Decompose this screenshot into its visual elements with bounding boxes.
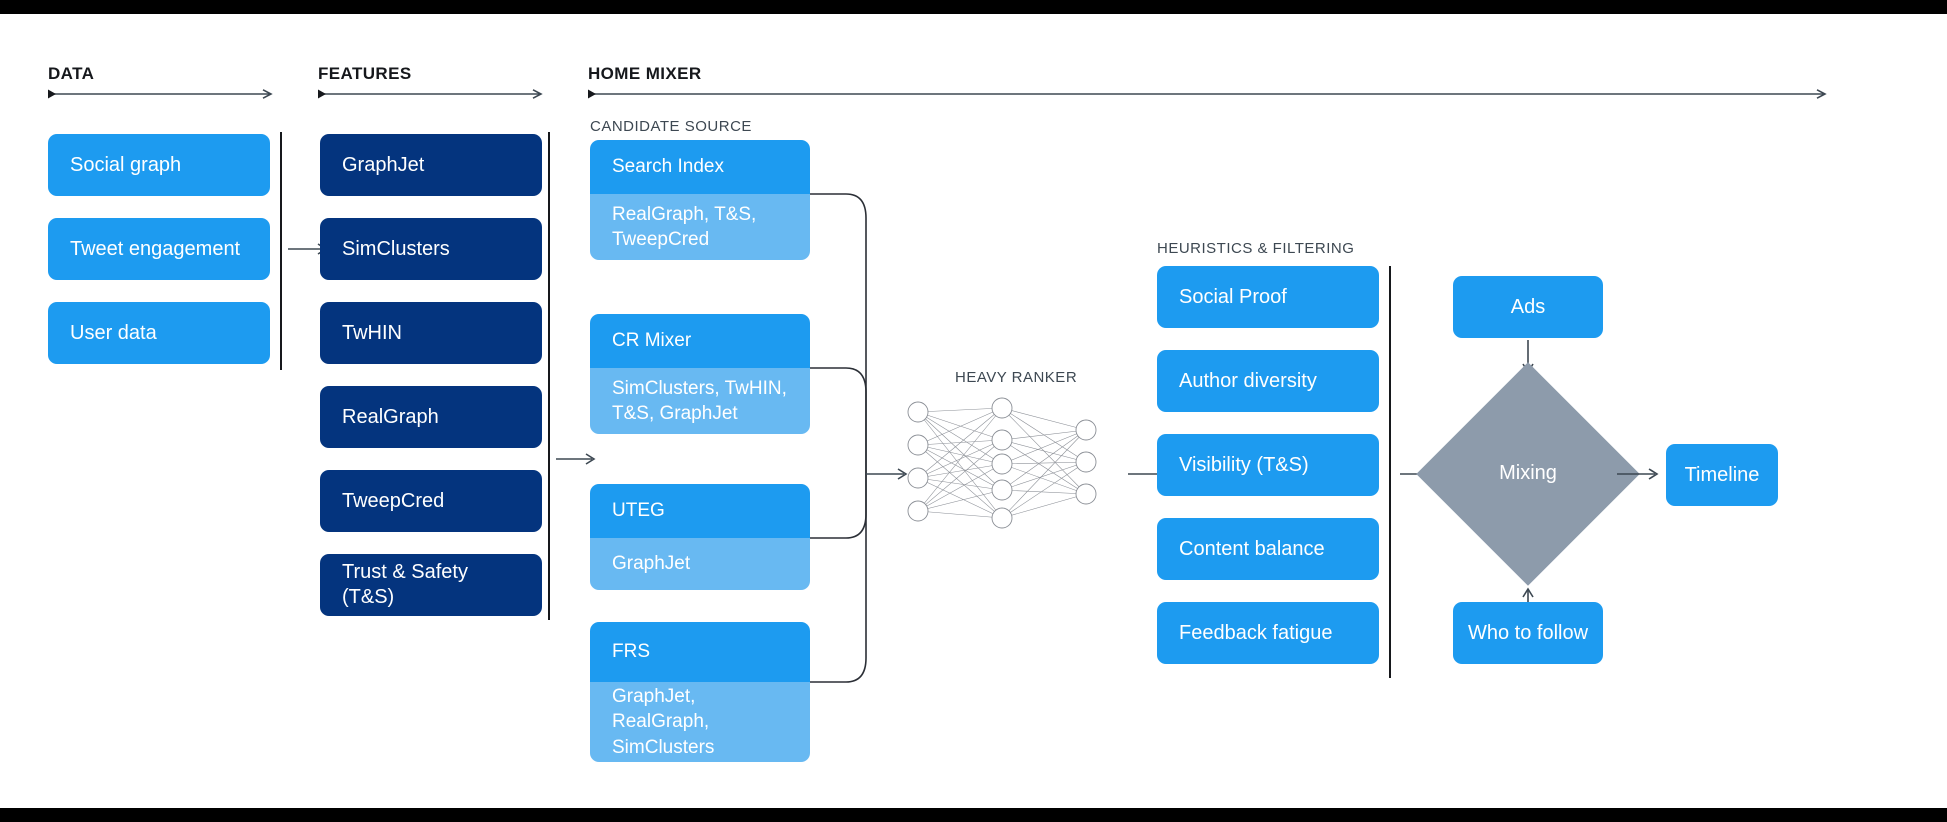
card-label: TwHIN <box>342 321 402 344</box>
candidate-source-features: RealGraph, T&S, TweepCred <box>590 194 810 260</box>
data-card-tweet-engagement[interactable]: Tweet engagement <box>48 218 270 280</box>
heuristic-card-feedback-fatigue[interactable]: Feedback fatigue <box>1157 602 1379 664</box>
candidate-source-title: FRS <box>590 622 810 682</box>
connector-candidates-to-ranker <box>806 174 886 694</box>
candidate-source-title: UTEG <box>590 484 810 538</box>
data-card-social-graph[interactable]: Social graph <box>48 134 270 196</box>
candidate-source-features: GraphJet <box>590 538 810 590</box>
feature-card-realgraph[interactable]: RealGraph <box>320 386 542 448</box>
card-label: RealGraph <box>342 405 439 428</box>
neural-network-diagram <box>896 392 1118 532</box>
card-label: Timeline <box>1684 463 1760 486</box>
divider-data-features <box>280 132 282 370</box>
feature-card-tweepcred[interactable]: TweepCred <box>320 470 542 532</box>
feature-card-simclusters[interactable]: SimClusters <box>320 218 542 280</box>
card-label: Content balance <box>1179 537 1325 560</box>
candidate-source-features: SimClusters, TwHIN, T&S, GraphJet <box>590 368 810 434</box>
candidate-source-title: CR Mixer <box>590 314 810 368</box>
card-label: GraphJet <box>342 153 425 176</box>
card-label: Social graph <box>70 153 182 176</box>
card-label: Trust & Safety (T&S) <box>342 561 468 608</box>
card-label: Author diversity <box>1179 369 1317 392</box>
card-label: SimClusters <box>342 237 450 260</box>
output-card-ads[interactable]: Ads <box>1453 276 1603 338</box>
candidate-source-title: Search Index <box>590 140 810 194</box>
card-label: Visibility (T&S) <box>1179 453 1309 476</box>
card-label: User data <box>70 321 157 344</box>
card-label: Tweet engagement <box>70 237 241 260</box>
subheader-candidate-source: CANDIDATE SOURCE <box>590 118 752 135</box>
card-label: TweepCred <box>342 489 445 512</box>
output-card-who-to-follow[interactable]: Who to follow <box>1453 602 1603 664</box>
card-label: Feedback fatigue <box>1179 621 1333 644</box>
feature-card-trust-and-safety[interactable]: Trust & Safety (T&S) <box>320 554 542 616</box>
stage-header-features: FEATURES <box>318 64 412 83</box>
card-label: Who to follow <box>1467 621 1589 644</box>
stage-arrow-home-mixer <box>588 89 1828 99</box>
letterbox-top <box>0 0 1947 14</box>
stage-header-data: DATA <box>48 64 95 83</box>
card-label: Social Proof <box>1179 285 1287 308</box>
data-card-user-data[interactable]: User data <box>48 302 270 364</box>
arrow-features-to-candidates <box>556 452 598 466</box>
card-label: Ads <box>1510 295 1546 318</box>
feature-card-twhin[interactable]: TwHIN <box>320 302 542 364</box>
feature-card-graphjet[interactable]: GraphJet <box>320 134 542 196</box>
candidate-source-card-uteg[interactable]: UTEG GraphJet <box>590 484 810 590</box>
mixing-label: Mixing <box>1499 462 1557 484</box>
heavy-ranker-label: HEAVY RANKER <box>955 369 1078 386</box>
candidate-source-card-search-index[interactable]: Search Index RealGraph, T&S, TweepCred <box>590 140 810 260</box>
heuristic-card-visibility[interactable]: Visibility (T&S) <box>1157 434 1379 496</box>
stage-arrow-data <box>48 89 274 99</box>
heuristic-card-social-proof[interactable]: Social Proof <box>1157 266 1379 328</box>
stage-arrow-features <box>318 89 544 99</box>
divider-heuristics-mixing <box>1389 266 1391 678</box>
flowchart: DATA FEATURES HOME MIXER CA <box>0 14 1947 808</box>
output-card-timeline[interactable]: Timeline <box>1666 444 1778 506</box>
candidate-source-card-cr-mixer[interactable]: CR Mixer SimClusters, TwHIN, T&S, GraphJ… <box>590 314 810 434</box>
letterbox-bottom <box>0 808 1947 822</box>
candidate-source-features: GraphJet, RealGraph, SimClusters <box>590 682 810 762</box>
heuristic-card-content-balance[interactable]: Content balance <box>1157 518 1379 580</box>
candidate-source-card-frs[interactable]: FRS GraphJet, RealGraph, SimClusters <box>590 622 810 762</box>
subheader-heuristics: HEURISTICS & FILTERING <box>1157 240 1355 257</box>
heuristic-card-author-diversity[interactable]: Author diversity <box>1157 350 1379 412</box>
stage-header-home-mixer: HOME MIXER <box>588 64 702 83</box>
divider-features-candidates <box>548 132 550 620</box>
